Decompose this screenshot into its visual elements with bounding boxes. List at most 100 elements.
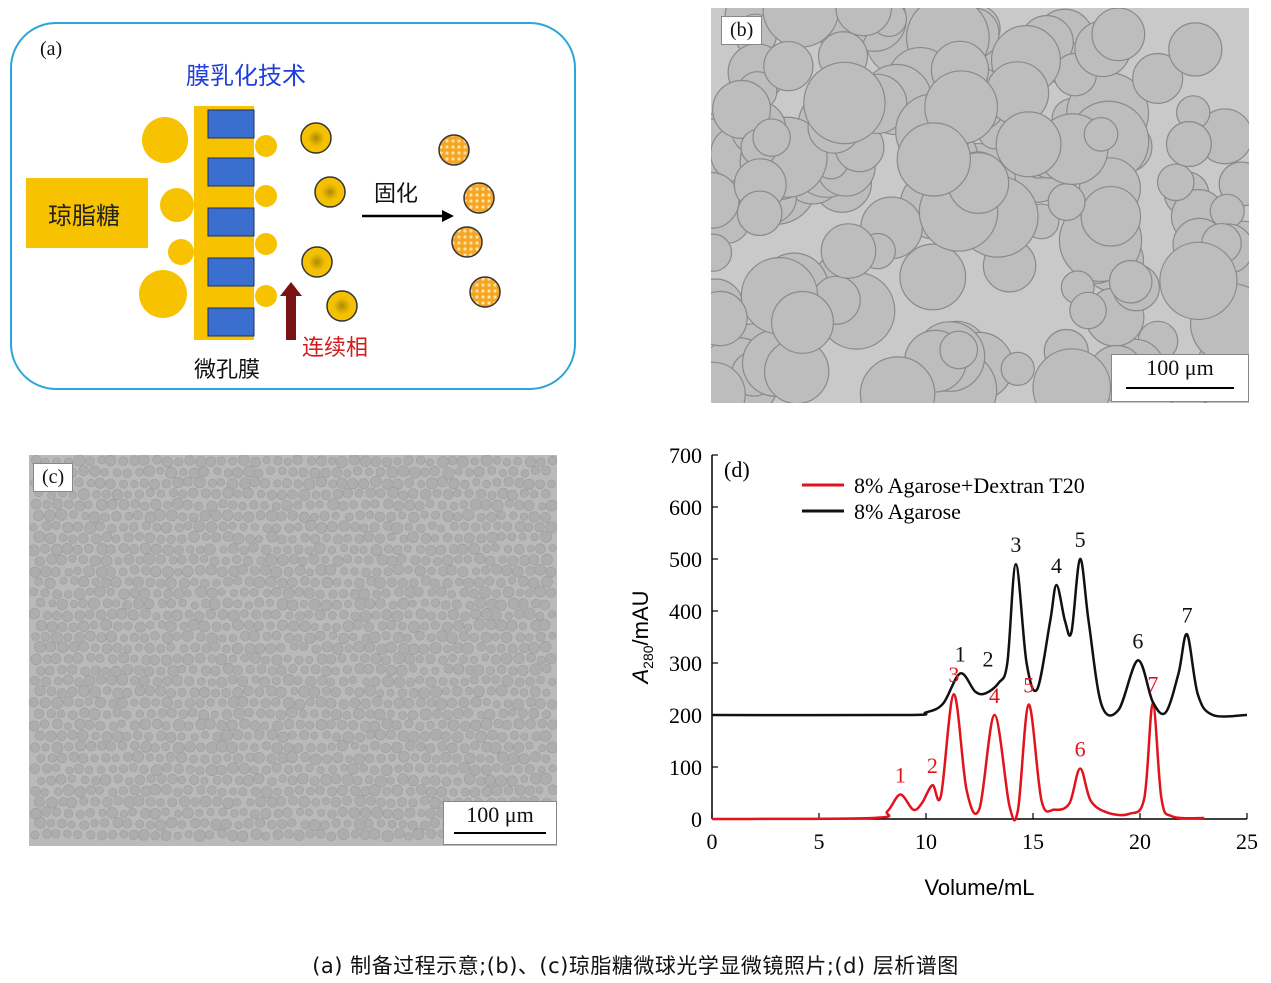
y-tick-label: 300 [669,651,702,676]
microsphere-b [899,243,967,311]
agarose-block: 琼脂糖 [26,178,148,248]
microsphere-b [820,223,877,279]
microsphere [438,134,470,166]
panel-b-scale-text: 100 μm [1146,355,1214,380]
peak-label: 1 [955,641,966,666]
micrograph-b-image [711,8,1249,403]
peak-label: 3 [948,662,959,687]
drop-left-2 [160,188,194,222]
microsphere-b [763,40,814,92]
peak-label: 6 [1132,628,1143,653]
panel-b-micrograph: (b) 100 μm [711,8,1249,403]
droplet [301,246,333,278]
panel-a-schematic: (a) 膜乳化技术 琼脂糖 [10,22,576,390]
peak-label: 5 [1075,527,1086,552]
legend-label-1: 8% Agarose [854,499,961,524]
panel-c-micrograph: (c) 100 μm [29,455,557,846]
solidify-label: 固化 [374,182,419,207]
microsphere-b [712,79,772,139]
x-tick-label: 20 [1129,829,1151,854]
peak-label: 1 [895,763,906,788]
microsphere-b [736,190,783,237]
microsphere-b [803,61,886,145]
peak-label: 6 [1075,737,1086,762]
microsphere-b [1159,241,1238,321]
microsphere-b [1156,163,1195,202]
continuous-phase-label: 连续相 [302,336,369,361]
microsphere-b [1132,52,1184,105]
microsphere [463,182,495,214]
microsphere-b [995,111,1062,178]
microsphere-b [711,361,746,403]
panel-c-scale-bar: 100 μm [443,801,557,845]
microsphere-b [752,118,791,157]
drop-left-1 [142,117,188,163]
pore-block-3 [207,207,255,237]
drop-left-3 [168,239,194,265]
y-tick-label: 0 [691,807,702,832]
x-tick-label: 25 [1236,829,1258,854]
y-tick-label: 600 [669,495,702,520]
microsphere-b [1032,348,1112,403]
microsphere-b [711,233,733,272]
y-tick-label: 100 [669,755,702,780]
microsphere-b [1165,121,1212,168]
microsphere-b [1091,8,1146,62]
x-tick-label: 0 [707,829,718,854]
x-axis-label: Volume/mL [924,875,1034,900]
schematic-graphic [139,106,501,340]
series-line-0 [711,692,1205,822]
microsphere-b [1209,193,1245,229]
microsphere-b [1000,351,1035,386]
microsphere [469,276,501,308]
peak-label: 4 [1051,553,1062,578]
droplet [326,290,358,322]
droplet [314,176,346,208]
droplet [300,122,332,154]
microsphere-b [835,8,892,37]
y-tick-label: 400 [669,599,702,624]
continuous-phase-arrow [286,294,296,340]
panel-b-scale-bar: 100 μm [1111,354,1249,402]
peak-label: 7 [1182,602,1193,627]
microsphere [451,226,483,258]
membrane-bar [194,106,204,340]
microsphere-b [1108,259,1153,304]
pore-block-5 [207,307,255,337]
microsphere-b [770,290,834,354]
panel-b-label: (b) [721,16,763,45]
panel-c-scale-text: 100 μm [466,802,534,827]
membrane-emulsification-title: 膜乳化技术 [186,62,306,90]
series-line-1 [711,557,1248,718]
microsphere-b [1080,185,1142,247]
microsphere-b [1168,22,1223,77]
legend-label-0: 8% Agarose+Dextran T20 [854,473,1085,498]
panel-c-label: (c) [33,463,74,492]
peak-label: 7 [1147,672,1158,697]
peak-label: 4 [989,683,1000,708]
pore-block-1 [207,109,255,139]
peak-label: 5 [1023,673,1034,698]
y-tick-label: 700 [669,443,702,468]
drop-left-4 [139,270,187,318]
microsphere-b [711,290,748,347]
microsphere-b [1083,117,1119,152]
peak-label: 3 [1010,532,1021,557]
y-axis-label: A280/mAU [628,590,656,685]
y-tick-label: 500 [669,547,702,572]
figure-caption: (a) 制备过程示意;(b)、(c)琼脂糖微球光学显微镜照片;(d) 层析谱图 [312,954,959,978]
x-tick-label: 10 [915,829,937,854]
microsphere-b [896,122,971,197]
peak-label: 2 [927,753,938,778]
x-tick-label: 5 [814,829,825,854]
micrograph-c-image [29,455,557,846]
microsphere-b [1069,291,1107,330]
panel-a-label: (a) [40,38,63,60]
pore-block-4 [207,257,255,287]
microsphere-b [1047,183,1086,222]
membrane-label: 微孔膜 [194,358,261,383]
pore-block-2 [207,157,255,187]
agarose-label: 琼脂糖 [48,202,120,230]
